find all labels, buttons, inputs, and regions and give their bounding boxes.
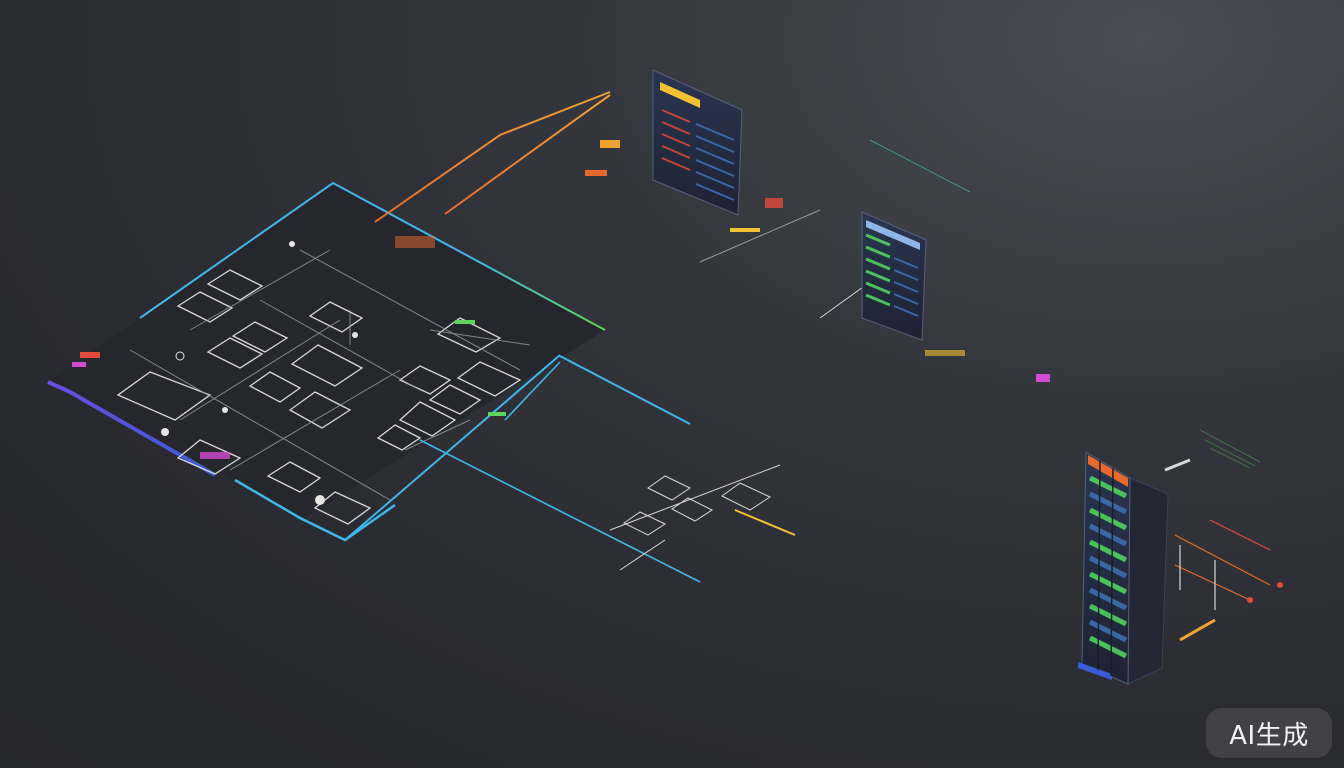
- accent-chip: [1036, 374, 1050, 382]
- board-edge-right: [344, 354, 561, 541]
- node-marker: [1247, 597, 1253, 603]
- tower-cells: [865, 233, 891, 307]
- accent-chip: [80, 352, 100, 358]
- connector-lines: [374, 91, 971, 583]
- tower-side: [1127, 477, 1169, 685]
- tower-base-glow: [1078, 662, 1112, 680]
- flow-node: [376, 424, 422, 451]
- accent-chip: [455, 320, 475, 324]
- white-beam: [609, 464, 781, 531]
- white-beam: [699, 209, 821, 263]
- floating-node-cluster: [623, 475, 772, 536]
- accent-chip: [72, 362, 86, 367]
- accent-chip: [488, 412, 506, 416]
- node-marker: [315, 495, 325, 505]
- ai-generated-badge: AI生成: [1206, 708, 1332, 758]
- distant-green-glyphs: [1199, 429, 1261, 469]
- flow-node: [721, 482, 772, 511]
- orange-beam: [374, 91, 611, 223]
- white-beam: [619, 539, 666, 571]
- flow-node: [308, 301, 364, 333]
- flow-node: [206, 337, 264, 369]
- tower-cells: [661, 109, 691, 171]
- flow-node: [266, 461, 322, 493]
- orange-node-cluster: [585, 140, 1050, 382]
- board-surface: [48, 183, 605, 518]
- flow-node: [288, 391, 352, 429]
- yellow-beam: [734, 509, 796, 536]
- tower-header: [1088, 455, 1128, 487]
- node-marker: [222, 407, 228, 413]
- flow-node: [456, 361, 522, 397]
- teal-beam: [869, 139, 971, 193]
- flow-node: [436, 317, 502, 353]
- node-marker: [1277, 582, 1283, 588]
- node-marker: [289, 241, 295, 247]
- flow-node: [647, 475, 692, 501]
- data-card-tower: [861, 211, 927, 341]
- tower-cells: [893, 257, 919, 317]
- accent-chip: [730, 228, 760, 232]
- flow-node: [231, 321, 289, 353]
- flow-node: [176, 291, 234, 323]
- flow-node: [206, 269, 264, 301]
- flow-node: [623, 511, 667, 536]
- board-connectors: [129, 249, 531, 501]
- accent-chip: [200, 452, 230, 459]
- data-card-tower: [652, 69, 743, 216]
- flow-node: [671, 497, 714, 522]
- flow-node: [428, 384, 482, 415]
- board-edge-top: [139, 181, 606, 331]
- accent-chip: [925, 350, 965, 356]
- tower-face: [652, 69, 743, 216]
- orange-beam: [444, 94, 611, 215]
- tower-header: [866, 220, 920, 250]
- node-marker: [175, 351, 185, 361]
- node-marker: [161, 428, 169, 436]
- flow-node: [116, 371, 212, 421]
- board-edge-left: [47, 380, 216, 477]
- tower-header: [660, 82, 700, 108]
- cyan-beam: [559, 355, 691, 425]
- accent-chip: [600, 140, 620, 148]
- flow-node: [398, 401, 457, 437]
- flow-node: [290, 344, 364, 387]
- cyan-beam: [504, 361, 561, 421]
- side-node-graph: [1164, 458, 1283, 642]
- tower-face: [861, 211, 927, 341]
- flow-node: [398, 365, 452, 395]
- cyan-beam: [419, 439, 701, 583]
- accent-chip: [765, 198, 783, 208]
- board-accents: [72, 236, 506, 505]
- accent-chip: [395, 236, 435, 248]
- board-edge-bottom: [234, 478, 396, 542]
- isometric-flowchart-board: [47, 181, 606, 542]
- tower-cells: [1088, 475, 1128, 659]
- tower-grid: [1097, 459, 1114, 677]
- accent-chip: [585, 170, 607, 176]
- node-marker: [352, 332, 358, 338]
- tower-cells: [695, 123, 735, 201]
- flow-node: [248, 371, 302, 403]
- data-card-tower: [1078, 451, 1169, 685]
